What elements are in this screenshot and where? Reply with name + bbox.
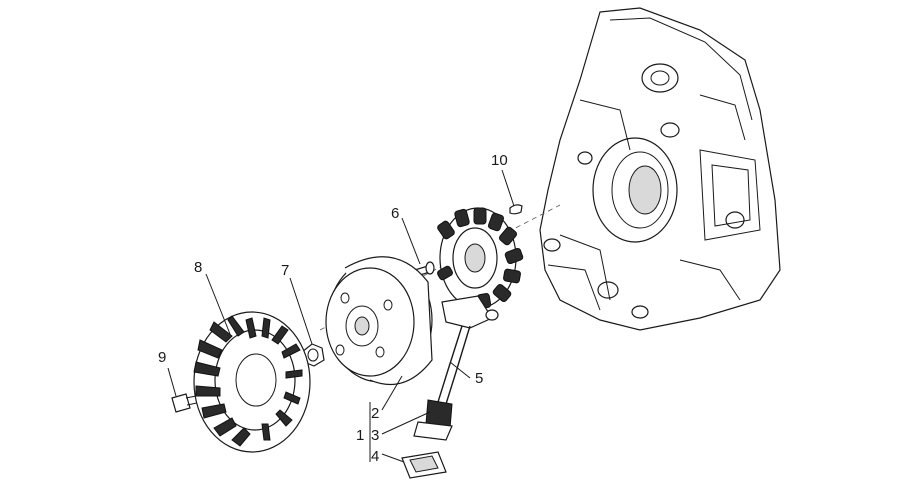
fan-screw <box>171 393 198 413</box>
callout-8: 8 <box>194 259 202 276</box>
crankcase-housing <box>539 7 781 331</box>
callout-10: 10 <box>491 152 508 169</box>
cooling-fan <box>193 311 311 453</box>
callout-6: 6 <box>391 205 399 222</box>
callout-9: 9 <box>158 349 166 366</box>
callout-5: 5 <box>475 370 483 387</box>
woodruff-key <box>509 204 523 215</box>
callout-2: 2 <box>371 405 379 422</box>
leader-lines <box>167 169 515 463</box>
stator-coil <box>437 207 524 309</box>
callout-4: 4 <box>371 448 379 465</box>
callout-1: 1 <box>356 427 364 444</box>
grommet <box>401 451 447 479</box>
pickup-sensor-and-cable <box>413 295 499 441</box>
callout-3: 3 <box>371 427 379 444</box>
flywheel-rotor <box>325 256 433 386</box>
callout-7: 7 <box>281 262 289 279</box>
